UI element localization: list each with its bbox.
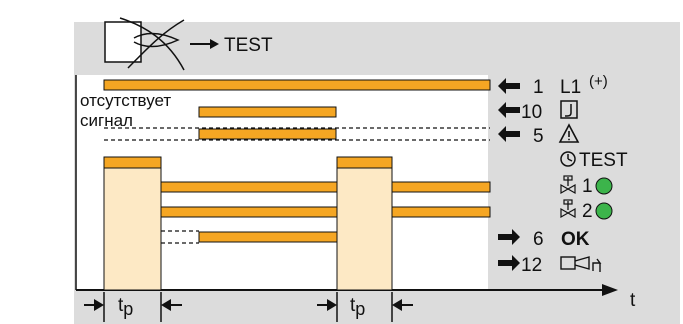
terminal-row-10: 10 (498, 100, 578, 123)
absence-note-line1: отсутствует (80, 91, 171, 110)
input-arrow-icon (498, 78, 520, 94)
signal-bar-valve2-b (391, 206, 491, 218)
valve-icon (560, 199, 576, 219)
terminal-row-1: 1 L1 (+) (498, 73, 608, 98)
warning-icon (558, 123, 580, 143)
output-arrow-icon (498, 255, 520, 271)
valve-number: 1 (582, 176, 593, 197)
terminal-row-5: 5 (498, 123, 580, 147)
led-green-icon (595, 202, 613, 220)
ok-label: OK (561, 229, 590, 250)
tp-marker-2: tp (317, 292, 413, 322)
reset-box-icon (560, 100, 578, 119)
terminal-number: 1 (533, 77, 544, 98)
flame-eye-icon (104, 17, 185, 71)
x-axis-arrowhead (602, 284, 618, 296)
test-arrow (190, 39, 219, 49)
signal-bar-valve2-a (160, 206, 338, 218)
terminal-row-12: 12 (498, 255, 602, 276)
clock-icon (560, 151, 576, 167)
tp-marker-1: tp (84, 292, 182, 322)
svg-text:tp: tp (118, 295, 133, 319)
terminal-label: L1 (560, 77, 581, 98)
terminal-number: 6 (533, 229, 544, 250)
led-green-icon (595, 177, 613, 195)
terminal-number: 12 (521, 255, 542, 276)
test-pulse-2 (336, 156, 393, 291)
output-arrow-icon (498, 229, 520, 245)
input-arrow-icon (498, 126, 520, 142)
header-test-label: TEST (224, 35, 273, 56)
absence-note-line2: сигнал (80, 111, 133, 130)
terminal-row-6: 6 OK (498, 229, 590, 250)
tp-label: t (350, 295, 356, 316)
tp-subscript: p (123, 299, 133, 319)
svg-text:tp: tp (350, 295, 365, 319)
signal-bar-L1 (103, 79, 491, 91)
indicator-valve-1: 1 (560, 175, 613, 197)
terminal-number: 10 (521, 102, 542, 123)
indicator-valve-2: 2 (560, 199, 613, 222)
signal-bar-valve1-b (391, 181, 491, 193)
ignition-spark-icon (560, 256, 602, 272)
signal-bar-terminal-5 (104, 127, 490, 141)
input-arrow-icon (498, 102, 520, 118)
timer-test-label: TEST (579, 150, 628, 171)
valve-icon (560, 175, 576, 195)
tp-label: t (118, 295, 124, 316)
signal-bar-terminal-6 (161, 230, 338, 244)
signal-bar-valve1-a (160, 181, 338, 193)
terminal-suffix: (+) (589, 73, 608, 90)
terminal-number: 5 (533, 126, 544, 147)
time-axis-label: t (630, 290, 636, 311)
valve-number: 2 (582, 201, 593, 222)
test-pulse-1 (103, 156, 162, 291)
signal-bar-terminal-10 (198, 106, 337, 118)
tp-subscript: p (355, 299, 365, 319)
indicator-timer-test: TEST (560, 150, 628, 171)
